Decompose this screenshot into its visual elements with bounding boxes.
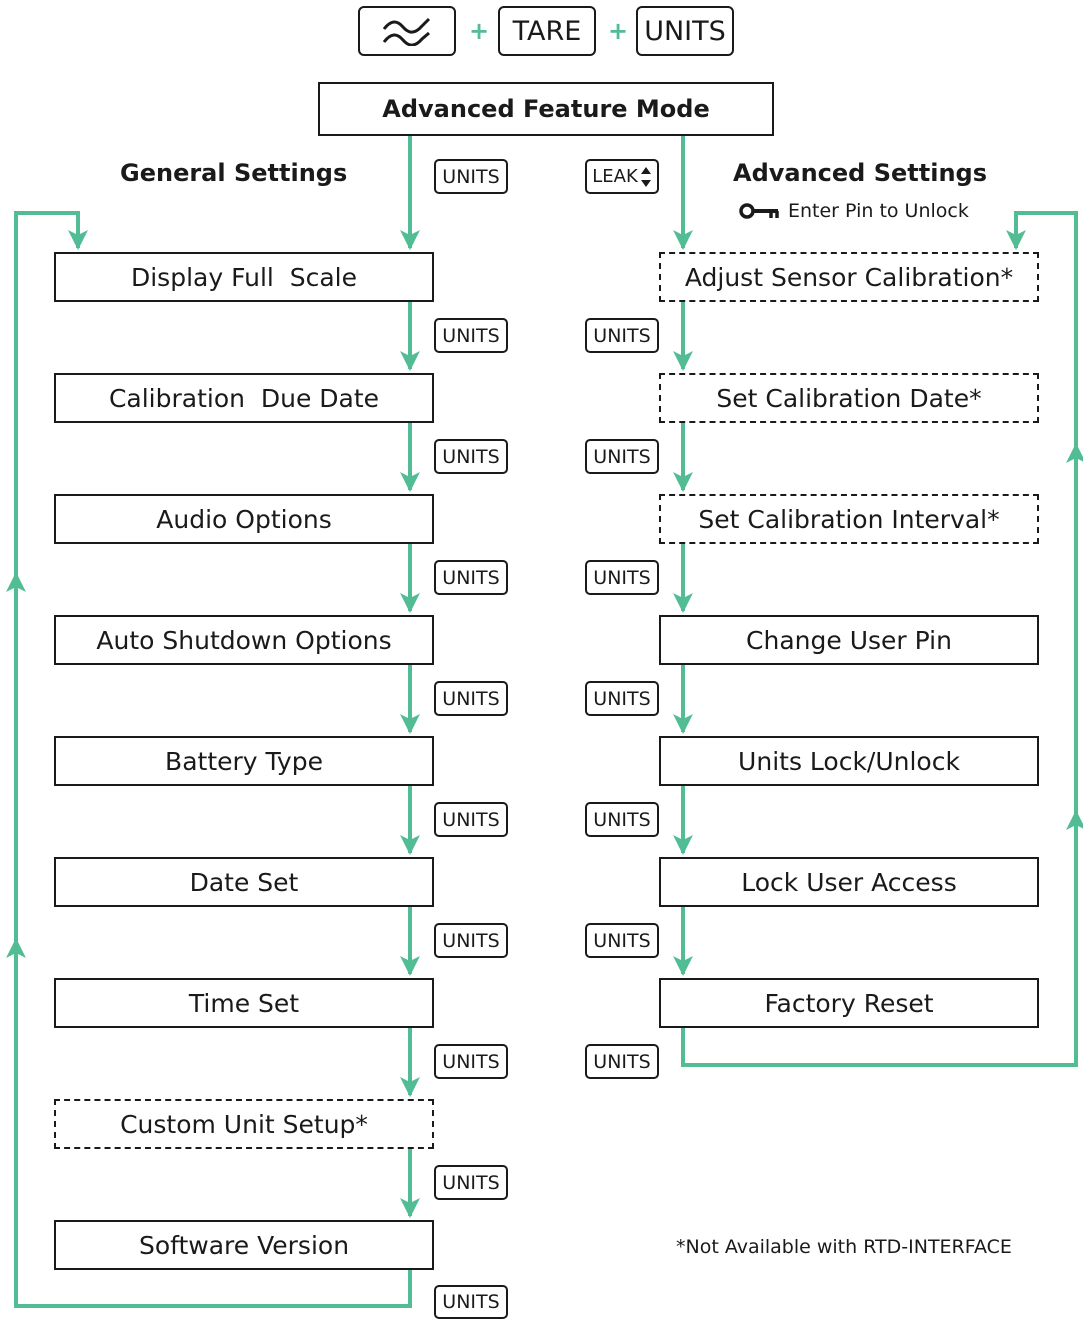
leak-wave-icon — [382, 17, 431, 46]
unlock-note: Enter Pin to Unlock — [738, 200, 969, 222]
step-label: Set Calibration Interval* — [698, 504, 1000, 534]
advanced-units-button[interactable]: UNITS — [585, 802, 659, 837]
key-icon — [739, 203, 779, 219]
step-label: Change User Pin — [746, 625, 952, 655]
general-units-button[interactable]: UNITS — [434, 802, 508, 837]
advanced-units-button-loop[interactable]: UNITS — [585, 1044, 659, 1079]
general-entry-units-button[interactable]: UNITS — [434, 159, 508, 194]
step-label: Calibration Due Date — [108, 383, 380, 413]
step-time-set: Time Set — [54, 978, 434, 1028]
leak-arrows-button[interactable]: LEAK — [585, 159, 659, 194]
step-units-lock-unlock: Units Lock/Unlock — [659, 736, 1039, 786]
units-label: UNITS — [442, 1291, 500, 1313]
general-units-button[interactable]: UNITS — [434, 1044, 508, 1079]
units-label: UNITS — [593, 1050, 651, 1073]
units-label: UNITS — [593, 566, 651, 589]
tare-key-label: TARE — [512, 15, 582, 47]
step-calibration-due-date: Calibration Due Date — [54, 373, 434, 423]
plus-sign-2: + — [608, 17, 629, 45]
step-change-user-pin: Change User Pin — [659, 615, 1039, 665]
step-custom-unit-setup: Custom Unit Setup* — [54, 1099, 434, 1149]
plus-sign-1: + — [469, 17, 490, 45]
units-label: UNITS — [442, 1171, 500, 1194]
step-lock-user-access: Lock User Access — [659, 857, 1039, 907]
leak-key-button[interactable] — [358, 6, 456, 56]
units-label: UNITS — [593, 445, 651, 468]
units-label: UNITS — [442, 687, 500, 710]
units-label: UNITS — [593, 324, 651, 347]
step-label: Display Full Scale — [130, 262, 357, 292]
step-adjust-sensor-calibration: Adjust Sensor Calibration* — [659, 252, 1039, 302]
step-auto-shutdown-options: Auto Shutdown Options — [54, 615, 434, 665]
units-label: UNITS — [442, 445, 500, 468]
advanced-units-button[interactable]: UNITS — [585, 439, 659, 474]
step-label: Date Set — [189, 867, 299, 897]
units-label: UNITS — [442, 324, 500, 347]
advanced-units-button[interactable]: UNITS — [585, 318, 659, 353]
step-label: Battery Type — [165, 746, 323, 776]
step-label: Time Set — [188, 988, 300, 1018]
advanced-units-button[interactable]: UNITS — [585, 560, 659, 595]
units-label: UNITS — [442, 929, 500, 952]
advanced-units-button[interactable]: UNITS — [585, 923, 659, 958]
unlock-note-text: Enter Pin to Unlock — [788, 200, 969, 222]
tare-key-button[interactable]: TARE — [498, 6, 596, 56]
leak-label: LEAK — [592, 166, 638, 187]
up-down-arrows-icon — [640, 166, 651, 187]
advanced-settings-heading: Advanced Settings — [733, 159, 988, 187]
arrow-general-loop — [14, 211, 412, 1308]
units-label: UNITS — [593, 808, 651, 831]
step-label: Lock User Access — [741, 867, 957, 897]
mode-title: Advanced Feature Mode — [382, 95, 710, 123]
footnote: *Not Available with RTD-INTERFACE — [676, 1236, 1012, 1258]
step-battery-type: Battery Type — [54, 736, 434, 786]
step-set-calibration-interval: Set Calibration Interval* — [659, 494, 1039, 544]
step-label: Factory Reset — [764, 988, 934, 1018]
step-label: Units Lock/Unlock — [738, 746, 960, 776]
general-units-button[interactable]: UNITS — [434, 681, 508, 716]
general-units-button[interactable]: UNITS — [434, 318, 508, 353]
step-audio-options: Audio Options — [54, 494, 434, 544]
units-label: UNITS — [593, 687, 651, 710]
step-label: Software Version — [138, 1230, 350, 1260]
general-units-button[interactable]: UNITS — [434, 1165, 508, 1200]
general-units-button[interactable]: UNITS — [434, 439, 508, 474]
general-units-button-loop[interactable]: UNITS — [434, 1285, 508, 1319]
step-label: Audio Options — [156, 504, 332, 534]
step-label: Custom Unit Setup* — [120, 1109, 368, 1139]
units-label: UNITS — [593, 929, 651, 952]
step-label: Adjust Sensor Calibration* — [684, 262, 1014, 292]
units-key-label: UNITS — [644, 15, 726, 47]
units-label: UNITS — [442, 566, 500, 589]
units-label: UNITS — [442, 1050, 500, 1073]
units-label: UNITS — [442, 808, 500, 831]
arrow-advanced-loop — [681, 211, 1078, 1067]
step-software-version: Software Version — [54, 1220, 434, 1270]
units-label: UNITS — [442, 165, 500, 188]
step-factory-reset: Factory Reset — [659, 978, 1039, 1028]
units-key-button[interactable]: UNITS — [636, 6, 734, 56]
general-units-button[interactable]: UNITS — [434, 923, 508, 958]
step-label: Auto Shutdown Options — [96, 625, 392, 655]
step-set-calibration-date: Set Calibration Date* — [659, 373, 1039, 423]
general-settings-heading: General Settings — [120, 159, 348, 187]
advanced-units-button[interactable]: UNITS — [585, 681, 659, 716]
advanced-feature-mode-box: Advanced Feature Mode — [318, 82, 774, 136]
step-date-set: Date Set — [54, 857, 434, 907]
general-units-button[interactable]: UNITS — [434, 560, 508, 595]
step-label: Set Calibration Date* — [716, 383, 982, 413]
step-display-full-scale: Display Full Scale — [54, 252, 434, 302]
